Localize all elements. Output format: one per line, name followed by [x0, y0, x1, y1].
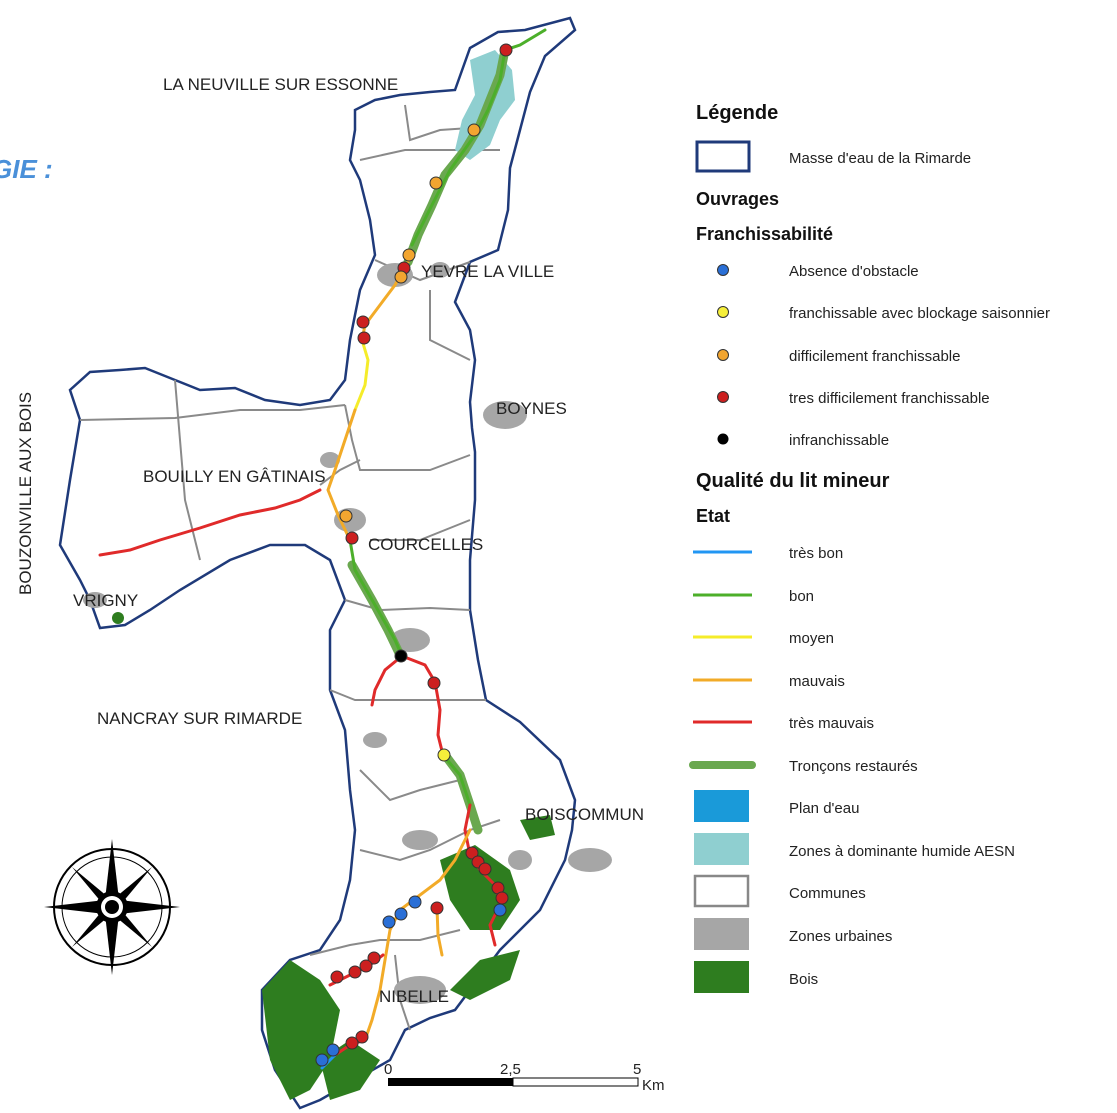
legend-label: Tronçons restaurés [789, 758, 918, 775]
legend-swatch-communes [693, 874, 750, 908]
legend-label: Absence d'obstacle [789, 263, 919, 280]
commune-boundaries [79, 104, 501, 1031]
river-segment-mauvais-2 [326, 408, 357, 542]
obstacle-tres-difficile [348, 965, 362, 979]
legend-label: très mauvais [789, 715, 874, 732]
legend-label: Zones à dominante humide AESN [789, 843, 1015, 860]
legend-title: Légende [696, 102, 778, 124]
river-segment-mauvais-branch [435, 906, 444, 957]
commune-label: BOUILLY EN GÂTINAIS [143, 467, 326, 486]
legend-label: Masse d'eau de la Rimarde [789, 150, 971, 167]
water-body-boundary [58, 16, 577, 1110]
obstacle-tres-difficile [367, 951, 381, 965]
legend-label: moyen [789, 630, 834, 647]
obstacle-absence [382, 915, 396, 929]
legend-swatch-absence [717, 264, 729, 276]
obstacle-absence [408, 895, 422, 909]
restored-sections [347, 45, 510, 835]
legend-label: très bon [789, 545, 843, 562]
obstacle-tres-difficile [499, 43, 513, 57]
river-segment-tres-mauvais-branch [370, 654, 404, 707]
obstacle-tres-difficile [357, 331, 371, 345]
obstacle-difficile [394, 270, 408, 284]
commune-label: VRIGNY [73, 591, 138, 610]
commune-label: YEVRE LA VILLE [421, 262, 554, 281]
obstacle-tres-difficile [356, 315, 370, 329]
commune-label: BOISCOMMUN [525, 805, 644, 824]
obstacle-difficile [429, 176, 443, 190]
river-segment-tres-mauvais-west [98, 488, 322, 557]
commune-label: BOUZONVILLE AUX BOIS [16, 392, 35, 595]
woods [112, 612, 555, 1100]
compass-rose-icon [44, 839, 180, 975]
urban-zones [83, 262, 612, 1060]
obstacle-tres-difficile [345, 531, 359, 545]
obstacle-absence [394, 907, 408, 921]
river-segment-tres-mauvais-east [463, 803, 502, 947]
legend-etat-title: Etat [696, 506, 730, 526]
obstacle-saisonnier [437, 748, 451, 762]
scale-tick: 0 [384, 1061, 392, 1078]
river-segment-bon-2 [348, 538, 404, 658]
legend-label: Zones urbaines [789, 928, 892, 945]
river-segment-tres-mauvais-main [400, 654, 445, 757]
legend-franchissabilite-title: Franchissabilité [696, 224, 833, 244]
obstacle-tres-difficile [427, 676, 441, 690]
legend-ouvrages-title: Ouvrages [696, 189, 779, 209]
legend-swatch-plan-eau [694, 790, 749, 822]
obstacle-tres-difficile [345, 1036, 359, 1050]
obstacles [315, 43, 513, 1067]
scale-bar: 0 2,5 5 Km [384, 1061, 665, 1094]
commune-label: BOYNES [496, 399, 567, 418]
obstacle-infranchissable [394, 649, 408, 663]
legend-label: franchissable avec blockage saisonnier [789, 305, 1050, 322]
obstacle-absence [315, 1053, 329, 1067]
obstacle-tres-difficile [465, 846, 479, 860]
legend-label: mauvais [789, 673, 845, 690]
legend-swatch-zones-humides [694, 833, 749, 865]
legend-swatch-difficile [717, 349, 729, 361]
legend-swatch-tres-difficile [717, 391, 729, 403]
obstacle-tres-difficile [430, 901, 444, 915]
obstacle-difficile [402, 248, 416, 262]
scale-tick: 5 [633, 1061, 641, 1078]
legend-swatch-bois [694, 961, 749, 993]
map-area: LA NEUVILLE SUR ESSONNE YEVRE LA VILLE B… [16, 16, 644, 1110]
legend-swatch-masse-eau [695, 140, 751, 173]
obstacle-tres-difficile [355, 1030, 369, 1044]
legend-qualite-title: Qualité du lit mineur [696, 470, 890, 492]
commune-label: NANCRAY SUR RIMARDE [97, 709, 302, 728]
river-segment-moyen [353, 338, 370, 412]
legend-swatch-zones-urbaines [694, 918, 749, 950]
obstacle-tres-difficile [330, 970, 344, 984]
legend-label: Plan d'eau [789, 800, 859, 817]
commune-label: COURCELLES [368, 535, 483, 554]
commune-label: LA NEUVILLE SUR ESSONNE [163, 75, 398, 94]
commune-labels: LA NEUVILLE SUR ESSONNE YEVRE LA VILLE B… [16, 75, 644, 1006]
obstacle-tres-difficile [359, 959, 373, 973]
legend-label: Communes [789, 885, 866, 902]
legend-label: Bois [789, 971, 818, 988]
scale-tick: 2,5 [500, 1061, 521, 1078]
obstacle-tres-difficile [495, 891, 509, 905]
river-segment-bon-3 [441, 753, 472, 807]
legend-label: difficilement franchissable [789, 348, 960, 365]
legend: Légende Masse d'eau de la Rimarde Ouvrag… [689, 102, 1050, 993]
legend-label: infranchissable [789, 432, 889, 449]
heading-fragment: GIE : [0, 154, 53, 184]
obstacle-difficile [467, 123, 481, 137]
obstacle-difficile [339, 509, 353, 523]
legend-label: bon [789, 588, 814, 605]
scale-unit: Km [642, 1077, 665, 1094]
legend-label: tres difficilement franchissable [789, 390, 990, 407]
obstacle-tres-difficile [478, 862, 492, 876]
obstacle-absence [326, 1043, 340, 1057]
legend-swatch-saisonnier [717, 306, 729, 318]
commune-label: NIBELLE [379, 987, 449, 1006]
obstacle-absence [493, 903, 507, 917]
legend-swatch-infranchissable [717, 433, 729, 445]
river-segment-bon [410, 28, 547, 247]
river-segment-mauvais-south [363, 828, 472, 1042]
